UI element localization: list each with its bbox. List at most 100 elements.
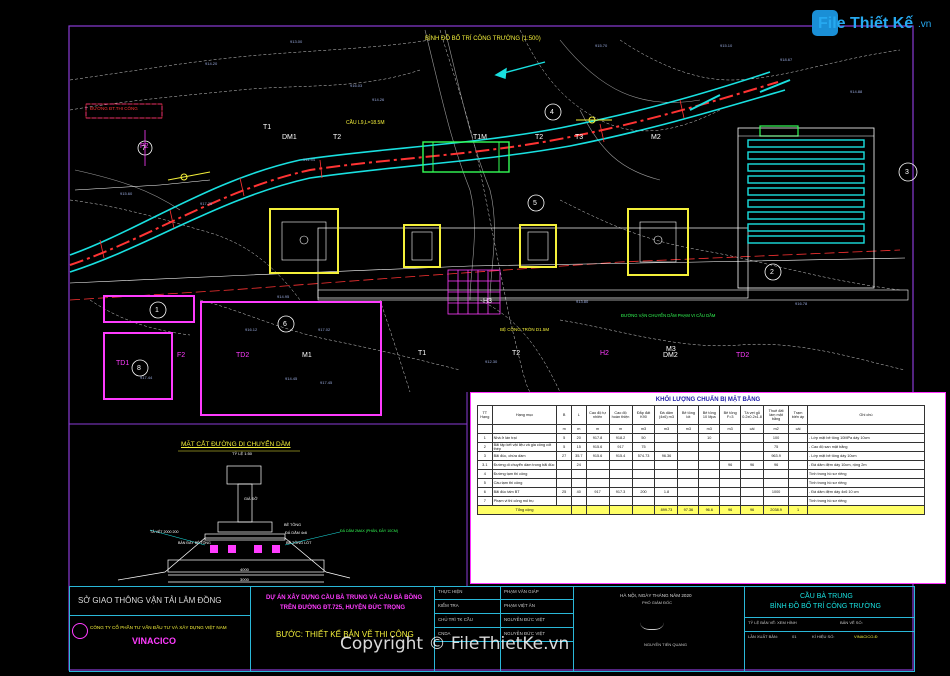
table-cell: [654, 433, 679, 443]
table-cell: - Cao độ san mặt bằng: [806, 442, 926, 452]
version-value: 01: [792, 634, 797, 639]
table-cell: 917.3: [608, 487, 633, 497]
copyright-watermark: Copyright © FileThietKe.vn: [340, 634, 570, 654]
pier-foundations: [269, 208, 689, 276]
table-cell: - Đá dăm đệm dày 4x6 10 cm: [806, 487, 926, 497]
table-header-cell: Ghi chú: [806, 405, 926, 425]
table-unit-cell: m3: [698, 424, 721, 434]
table-header-cell: Đắp đất K90: [631, 405, 656, 425]
design-step: BƯỚC: THIẾT KẾ BẢN VẼ THI CÔNG: [276, 630, 414, 639]
table-cell: [677, 433, 700, 443]
table-cell: [677, 487, 700, 497]
bridge-axis: [69, 249, 901, 301]
table-header-cell: L: [570, 405, 587, 425]
table-cell: [788, 496, 808, 506]
circle-label-7: 7: [142, 145, 146, 152]
table-total-cell: 2038.9: [763, 505, 790, 515]
table-cell: [570, 496, 587, 506]
label-dm2: DM2: [663, 352, 678, 359]
table-cell: [740, 451, 765, 461]
label-m3: M3: [666, 346, 676, 353]
label-m2: M2: [651, 134, 661, 141]
table-total-cell: [570, 505, 587, 515]
label-t1b: T1: [263, 124, 272, 131]
beam-yard: [737, 127, 875, 289]
contour-lines-solid: [74, 29, 701, 301]
table-cell: 24: [570, 460, 587, 470]
table-unit-cell: m3: [654, 424, 679, 434]
table-cell: [608, 496, 633, 506]
label-t2a: T2: [333, 134, 342, 141]
logo-box: [812, 10, 838, 36]
org-name: SỞ GIAO THÔNG VẬN TẢI LÂM ĐỒNG: [78, 596, 222, 605]
table-cell: 4: [477, 469, 493, 479]
table-cell: [585, 478, 610, 488]
table-cell: [788, 442, 808, 452]
table-cell: 100: [763, 433, 790, 443]
table-cell: [788, 487, 808, 497]
table-cell: Đường di chuyển dầm trong bãi đúc: [491, 460, 558, 470]
elev-3: 916.03: [350, 83, 363, 88]
table-cell: [677, 469, 700, 479]
table-cell: 7: [477, 496, 493, 506]
date-line: HÀ NỘI, NGÀY THÁNG NĂM 2020: [620, 593, 692, 598]
table-unit-cell: m2: [763, 424, 790, 434]
table-cell: [740, 496, 765, 506]
table-cell: [698, 460, 721, 470]
table-cell: [631, 496, 656, 506]
table-cell: 96: [740, 460, 765, 470]
table-cell: - Đá dăm đệm dày 10cm, rộng 2m: [806, 460, 926, 470]
table-cell: 27: [556, 451, 572, 461]
table-total-cell: 96.6: [698, 505, 721, 515]
table-unit-cell: m: [570, 424, 587, 434]
table-cell: [608, 460, 633, 470]
label-h3: H3: [483, 298, 492, 305]
logo-text: File Thiết Kế: [818, 15, 914, 32]
label-f2: F2: [177, 352, 186, 359]
table-cell: [631, 460, 656, 470]
table-header-cell: Tà vẹt gỗ 0.2x0.2x1.8: [740, 405, 765, 425]
table-cell: 915.6: [585, 451, 610, 461]
table-cell: 96: [763, 460, 790, 470]
table-header-cell: Cao độ hoàn thiện: [608, 405, 633, 425]
table-cell: [556, 460, 572, 470]
sheet-no-label: BẢN VẼ SỐ:: [840, 620, 863, 625]
table-cell: [719, 469, 742, 479]
table-cell: 1000: [763, 487, 790, 497]
label-dm1: DM1: [282, 134, 297, 141]
table-cell: [719, 487, 742, 497]
table-cell: 75: [631, 442, 656, 452]
table-header-cell: Thuê đất làm mặt bằng: [763, 405, 790, 425]
role-2: CHỦ TRÌ TK CẦU: [438, 617, 473, 622]
elev-18: 916.12: [245, 327, 258, 332]
table-cell: [698, 469, 721, 479]
elev-2: 915.60: [120, 191, 133, 196]
elev-13: 917.02: [318, 327, 331, 332]
table-cell: Bãi tập kết vật liệu và gia công cốt thé…: [491, 442, 558, 452]
table-header-cell: TT Hạng: [477, 405, 493, 425]
sheet-title: BÌNH ĐỒ BỐ TRÍ CÔNG TRƯỜNG: [770, 603, 881, 610]
name-0: PHẠM VĂN GIÁP: [504, 589, 539, 594]
elev-11: 916.78: [795, 301, 808, 306]
beam-stacks: [747, 139, 865, 244]
table-title: KHỐI LƯỢNG CHUẨN BỊ MẶT BẰNG: [655, 397, 761, 403]
table-cell: [654, 496, 679, 506]
table-cell: Phạm vi thi công mố trụ: [491, 496, 558, 506]
director-name: NGUYỄN TIẾN QUANG: [644, 642, 688, 647]
table-cell: [719, 478, 742, 488]
table-cell: [788, 433, 808, 443]
bridge-label: CẦU L9,L=18.5M: [346, 120, 385, 126]
section-dim-0: 4000: [240, 567, 249, 572]
table-unit-cell: m: [556, 424, 572, 434]
table-unit-cell: m: [608, 424, 633, 434]
table-cell: [608, 469, 633, 479]
table-cell: [608, 478, 633, 488]
table-cell: 915.6: [585, 442, 610, 452]
table-cell: [654, 478, 679, 488]
